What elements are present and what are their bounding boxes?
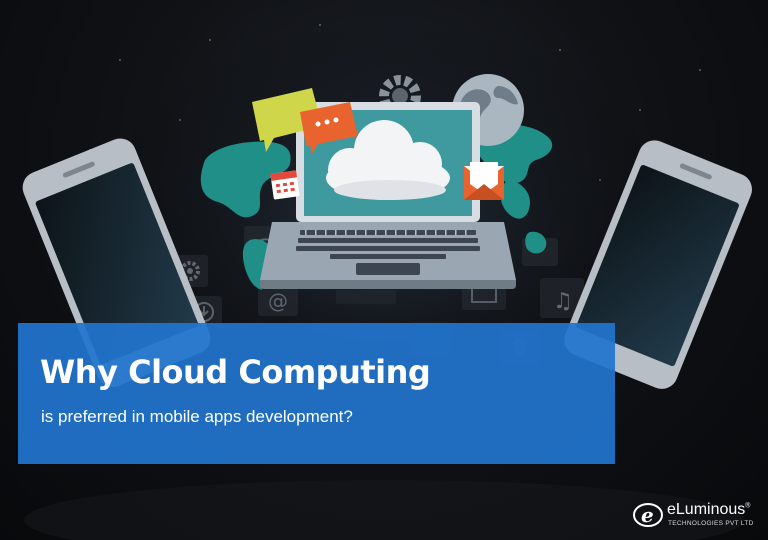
headline-banner: Why Cloud Computing is preferred in mobi…: [18, 323, 615, 464]
trackpad: [356, 263, 420, 275]
chat-icon: [252, 88, 358, 154]
logo-tagline: TECHNOLOGIES PVT LTD: [668, 520, 754, 527]
gear-icon: [180, 261, 200, 281]
keyboard: [296, 230, 480, 259]
calendar-icon: [270, 170, 300, 200]
mail-icon: [464, 162, 504, 200]
svg-text:e: e: [641, 503, 654, 527]
banner-title: Why Cloud Computing: [40, 353, 431, 391]
eluminous-logo-icon: e: [633, 503, 663, 527]
at-icon: @: [268, 289, 288, 313]
brand-logo[interactable]: e eLuminous® TECHNOLOGIES PVT LTD: [633, 498, 763, 534]
music-icon: ♫: [553, 289, 573, 314]
logo-name: eLuminous®: [667, 501, 751, 518]
banner-subtitle: is preferred in mobile apps development?: [41, 407, 353, 426]
